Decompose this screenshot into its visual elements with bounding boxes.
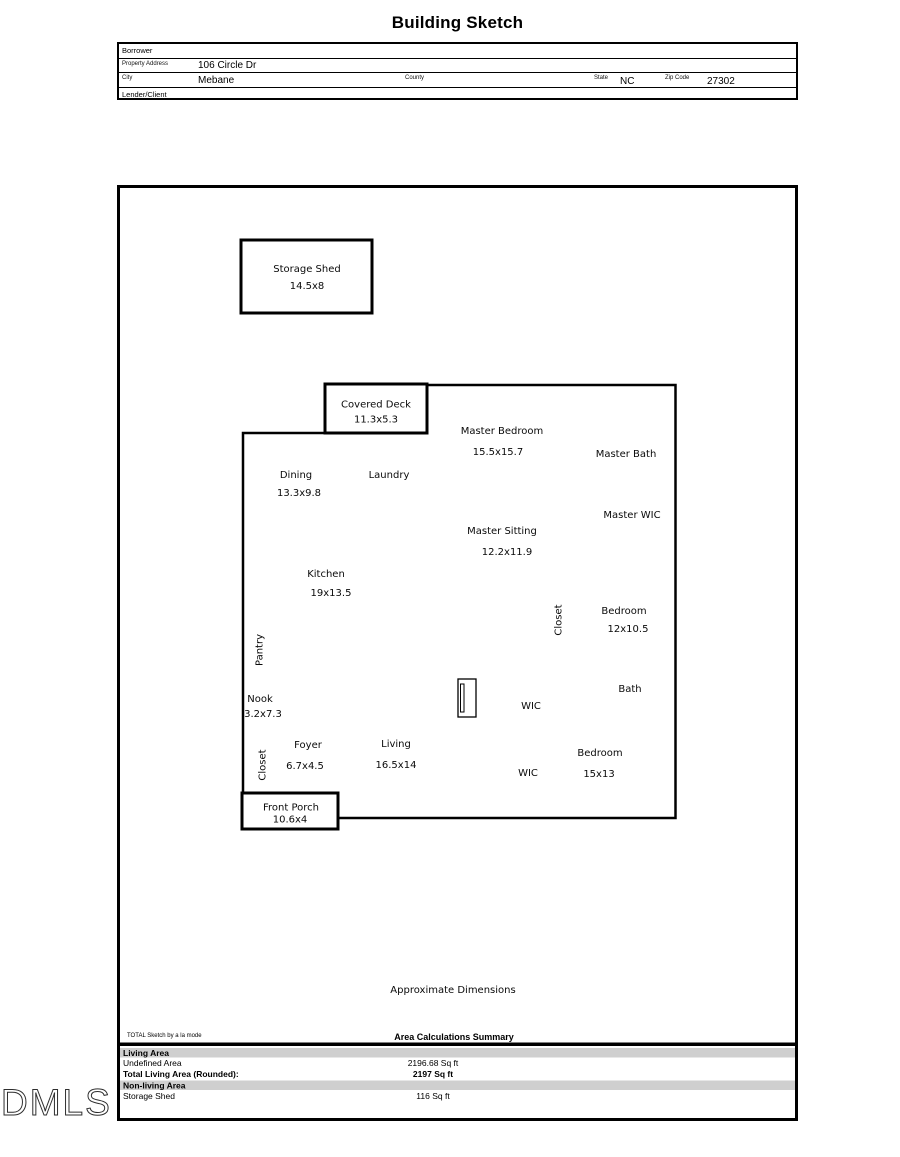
living-area-band <box>120 1048 795 1058</box>
county-label: County <box>405 74 425 81</box>
storage-shed-outline <box>239 238 374 315</box>
room-label-bath: Bath <box>618 684 641 695</box>
room-label-master-wic: Master WIC <box>603 510 660 521</box>
room-label-front-porch: Front Porch <box>263 803 319 814</box>
room-label-kitchen: Kitchen <box>307 569 345 580</box>
room-dims-bedroom-lower: 15x13 <box>583 769 614 780</box>
room-label-dining: Dining <box>280 470 312 481</box>
room-label-nook: Nook <box>247 694 273 705</box>
zip-code-label: Zip Code <box>665 74 690 81</box>
room-label-master-bath: Master Bath <box>596 449 657 460</box>
undefined-area-value: 2196.68 Sq ft <box>408 1058 459 1068</box>
covered-deck-outline <box>323 382 429 435</box>
form-row-property-address: Property Address 106 Circle Dr <box>119 58 796 72</box>
area-calculations-summary-title: Area Calculations Summary <box>394 1032 514 1042</box>
property-header-form: Borrower Property Address 106 Circle Dr … <box>117 42 798 100</box>
building-sketch-panel: Storage Shed 14.5x8 Covered Deck 11.3x5.… <box>117 185 798 1121</box>
total-living-area-label: Total Living Area (Rounded): <box>123 1069 239 1079</box>
room-label-foyer: Foyer <box>294 740 323 751</box>
room-label-closet-lower: Closet <box>258 749 269 780</box>
room-label-storage-shed: Storage Shed <box>273 264 341 275</box>
room-dims-dining: 13.3x9.8 <box>277 488 321 499</box>
fireplace-inner-line <box>460 683 465 713</box>
form-row-lender: Lender/Client <box>119 86 796 101</box>
total-living-area-value: 2197 Sq ft <box>413 1069 453 1079</box>
room-label-master-sitting: Master Sitting <box>467 526 537 537</box>
room-dims-front-porch: 10.6x4 <box>273 815 308 826</box>
nonliving-area-header: Non-living Area <box>123 1081 186 1091</box>
room-dims-bedroom-upper: 12x10.5 <box>608 624 649 635</box>
fireplace-symbol <box>457 678 477 718</box>
sketch-border <box>117 185 798 1121</box>
room-label-bedroom-lower: Bedroom <box>577 748 622 759</box>
room-dims-kitchen: 19x13.5 <box>311 588 352 599</box>
state-value: NC <box>620 75 635 87</box>
room-dims-foyer: 6.7x4.5 <box>286 761 324 772</box>
property-address-label: Property Address <box>122 61 169 67</box>
zip-code-value: 27302 <box>707 75 735 87</box>
room-dims-covered-deck: 11.3x5.3 <box>354 415 398 426</box>
room-label-bedroom-upper: Bedroom <box>601 606 646 617</box>
room-dims-master-bedroom: 15.5x15.7 <box>473 447 523 458</box>
room-label-wic-upper: WIC <box>521 701 541 712</box>
total-sketch-credit: TOTAL Sketch by a la mode <box>127 1033 202 1039</box>
form-row-borrower: Borrower <box>119 44 796 58</box>
room-label-laundry: Laundry <box>369 470 410 481</box>
page-title: Building Sketch <box>391 13 524 32</box>
room-label-closet-upper: Closet <box>554 604 565 635</box>
room-dims-storage-shed: 14.5x8 <box>290 281 325 292</box>
room-dims-nook: 3.2x7.3 <box>244 709 282 720</box>
living-area-header: Living Area <box>123 1048 169 1058</box>
storage-shed-row-label: Storage Shed <box>123 1091 175 1101</box>
city-value: Mebane <box>198 75 235 86</box>
approximate-dimensions-note: Approximate Dimensions <box>390 985 515 996</box>
room-dims-living: 16.5x14 <box>376 760 417 771</box>
summary-divider-line <box>117 1042 798 1046</box>
room-label-pantry: Pantry <box>255 634 266 666</box>
mls-watermark: DMLS <box>1 1082 112 1123</box>
room-dims-master-sitting: 12.2x11.9 <box>482 547 532 558</box>
house-wall-left <box>241 431 326 793</box>
front-porch-outline <box>240 791 340 831</box>
room-label-living: Living <box>381 739 411 750</box>
city-label: City <box>122 74 133 81</box>
lender-client-label: Lender/Client <box>122 89 167 99</box>
form-row-city-state-zip: City Mebane County State NC Zip Code 273… <box>119 71 796 87</box>
nonliving-area-band <box>120 1080 795 1090</box>
room-label-covered-deck: Covered Deck <box>341 400 411 411</box>
room-label-master-bedroom: Master Bedroom <box>461 426 544 437</box>
borrower-label: Borrower <box>122 45 153 55</box>
room-label-wic-lower: WIC <box>518 768 538 779</box>
house-wall-right <box>338 383 677 820</box>
storage-shed-row-value: 116 Sq ft <box>416 1091 450 1101</box>
state-label: State <box>594 74 609 81</box>
property-address-value: 106 Circle Dr <box>198 60 257 71</box>
undefined-area-label: Undefined Area <box>123 1058 182 1068</box>
